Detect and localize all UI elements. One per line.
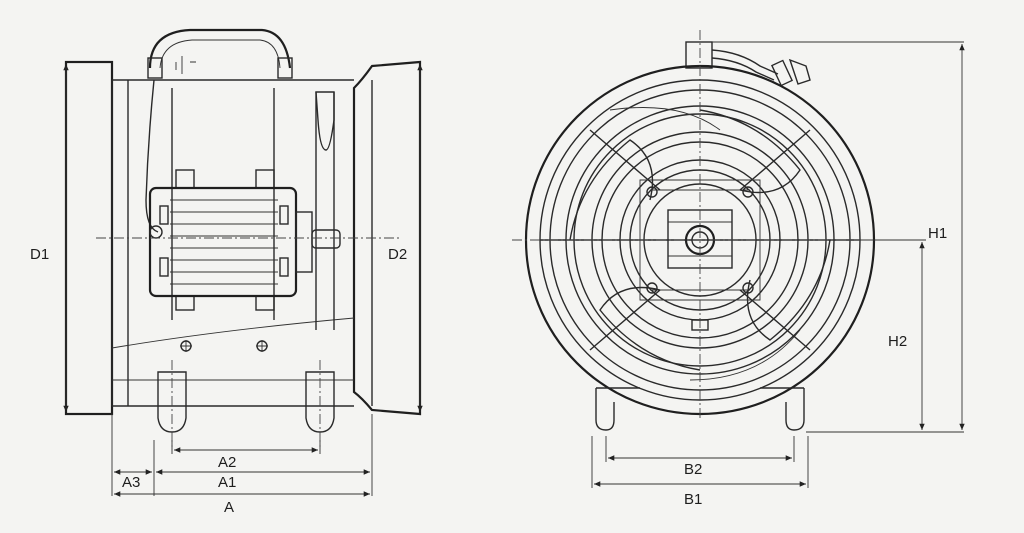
power-cable [145,79,159,233]
right-bell-mouth [352,60,422,416]
impeller-blade [315,91,335,151]
dim-d2-label: D2 [388,246,407,263]
dim-a3-label: A3 [122,474,140,491]
dim-a2-label: A2 [218,454,236,471]
dim-h2-label: H2 [888,333,907,350]
mounting-feet [157,371,335,433]
impeller-blades [569,107,831,381]
dim-b2-label: B2 [684,461,702,478]
main-casing [111,79,354,407]
carry-handle [148,28,292,69]
motor-body [148,169,341,311]
front-view: B2 B1 H1 H2 [512,30,965,508]
dim-h1-label: H1 [928,225,947,242]
power-plug-cable [711,49,779,75]
dim-a-label: A [224,499,234,516]
dim-b1-label: B1 [684,491,702,508]
front-feet [595,387,805,431]
dim-d1-label: D1 [30,246,49,263]
side-view: A2 A3 A1 A D1 D2 [30,28,423,516]
dim-a1-label: A1 [218,474,236,491]
